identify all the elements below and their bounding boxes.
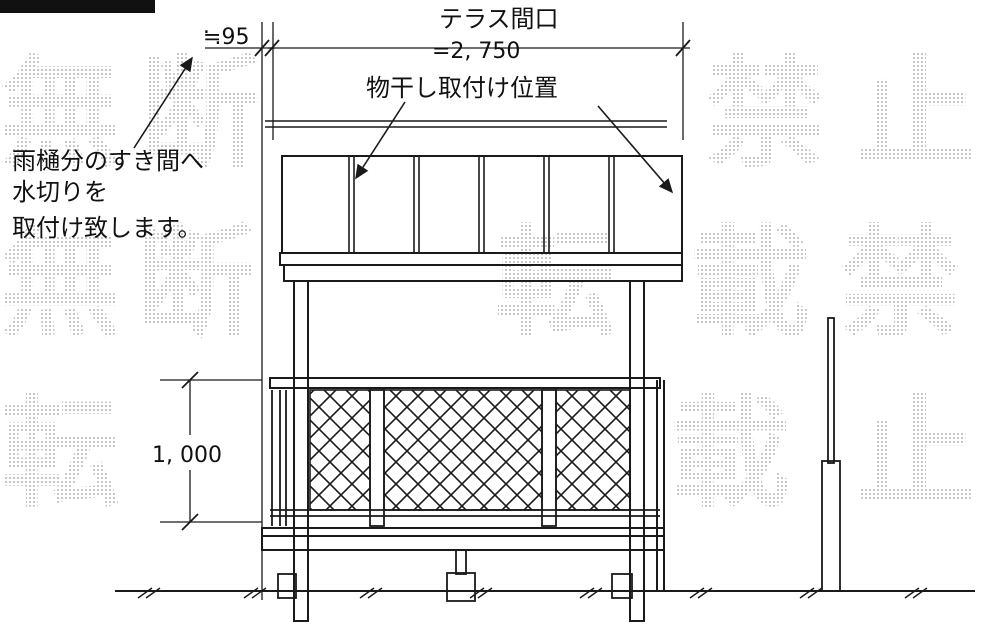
leader-arrows (133, 56, 674, 194)
posts (293, 280, 665, 622)
svg-text:断: 断 (140, 45, 260, 184)
height-dimension (160, 371, 262, 531)
svg-text:転: 転 (0, 385, 120, 524)
svg-text:禁: 禁 (840, 215, 960, 354)
roof-fascia (265, 120, 667, 128)
svg-text:転: 転 (495, 215, 615, 354)
gutter-note-line2: 水切りを (12, 178, 108, 206)
terrace-width-value: =2, 750 (432, 39, 520, 64)
side-pole (821, 317, 841, 592)
ground-line (115, 587, 975, 599)
svg-text:止: 止 (855, 45, 975, 184)
svg-text:載: 載 (670, 385, 790, 524)
terrace-width-dimension (205, 39, 691, 57)
height-dimension-label: 1, 000 (152, 443, 222, 468)
header-bar (0, 0, 155, 13)
width-extension-lines (261, 22, 684, 600)
svg-text:禁: 禁 (705, 45, 825, 184)
deck-beam (261, 527, 665, 551)
terrace-width-title: テラス間口 (439, 5, 559, 33)
svg-text:載: 載 (690, 215, 810, 354)
footings (277, 549, 633, 602)
front-panel (279, 155, 683, 282)
svg-text:無: 無 (0, 215, 120, 354)
svg-text:止: 止 (855, 385, 975, 524)
svg-text:断: 断 (135, 215, 255, 354)
svg-text:無: 無 (0, 45, 120, 184)
gap-dimension-label: ≒95 (203, 25, 249, 50)
laundry-position-note: 物干し取付け位置 (366, 74, 558, 102)
watermark: 無 断 禁 止 無 断 転 載 禁 転 載 止 (0, 45, 975, 524)
gutter-note-line3: 取付け致します。 (12, 214, 202, 242)
gutter-note-line1: 雨樋分のすき間へ (12, 147, 204, 175)
lattice-railing (269, 377, 661, 527)
